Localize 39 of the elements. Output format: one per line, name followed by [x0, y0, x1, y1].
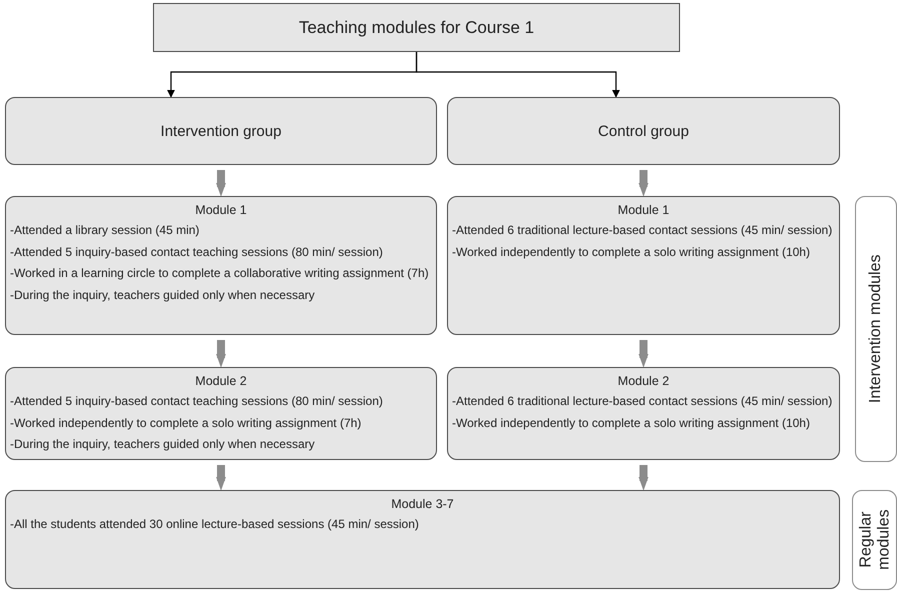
block-arrow: [216, 170, 226, 194]
module-heading: Module 3-7: [390, 497, 455, 511]
box-label: Control group: [598, 122, 689, 140]
side-label: Regular modules: [856, 508, 892, 572]
bullet-text: -Worked independently to complete a solo writing assignment (10h): [452, 244, 811, 260]
box-label: Intervention group: [160, 122, 282, 140]
module-heading: Module 2: [194, 374, 248, 388]
side-label-box: [852, 490, 897, 590]
module-box: [447, 367, 840, 460]
group-box: [447, 97, 840, 165]
group-box: [5, 97, 437, 165]
block-arrow: [638, 465, 648, 488]
bullet-text: -All the students attended 30 online lecture-based sessions (45 min/ session): [10, 517, 420, 533]
module-heading: Module 1: [194, 203, 248, 217]
module-heading: Module 1: [616, 203, 670, 217]
side-label: Intervention modules: [867, 254, 885, 406]
bullet-text: -During the inquiry, teachers guided only when necessary: [10, 288, 316, 304]
bullet-text: -Attended 5 inquiry-based contact teaching sessions (80 min/ session): [10, 244, 384, 260]
module-box: [5, 196, 437, 335]
bullet-text: -During the inquiry, teachers guided only when necessary: [10, 437, 316, 453]
bullet-text: -Attended 6 traditional lecture-based contact sessions (45 min/ session): [452, 223, 834, 239]
module-box: [5, 490, 840, 589]
module-box: [447, 196, 840, 335]
block-arrow: [638, 340, 648, 365]
side-label-box: [855, 196, 897, 462]
bullet-text: -Attended 6 traditional lecture-based contact sessions (45 min/ session): [452, 394, 834, 410]
bullet-text: -Worked independently to complete a solo writing assignment (7h): [10, 416, 362, 432]
arrow: [416, 52, 620, 98]
box-label: Teaching modules for Course 1: [298, 18, 534, 38]
bullet-text: -Worked in a learning circle to complete a collaborative writing assignment (7h): [10, 266, 430, 282]
module-box: [5, 367, 437, 460]
block-arrow: [216, 465, 226, 488]
title-box: [153, 3, 680, 52]
block-arrow: [216, 340, 226, 365]
bullet-text: -Attended 5 inquiry-based contact teaching sessions (80 min/ session): [10, 394, 384, 410]
bullet-text: -Worked independently to complete a solo writing assignment (10h): [452, 416, 811, 432]
bullet-text: -Attended a library session (45 min): [10, 223, 200, 239]
block-arrow: [638, 170, 648, 194]
module-heading: Module 2: [616, 374, 670, 388]
